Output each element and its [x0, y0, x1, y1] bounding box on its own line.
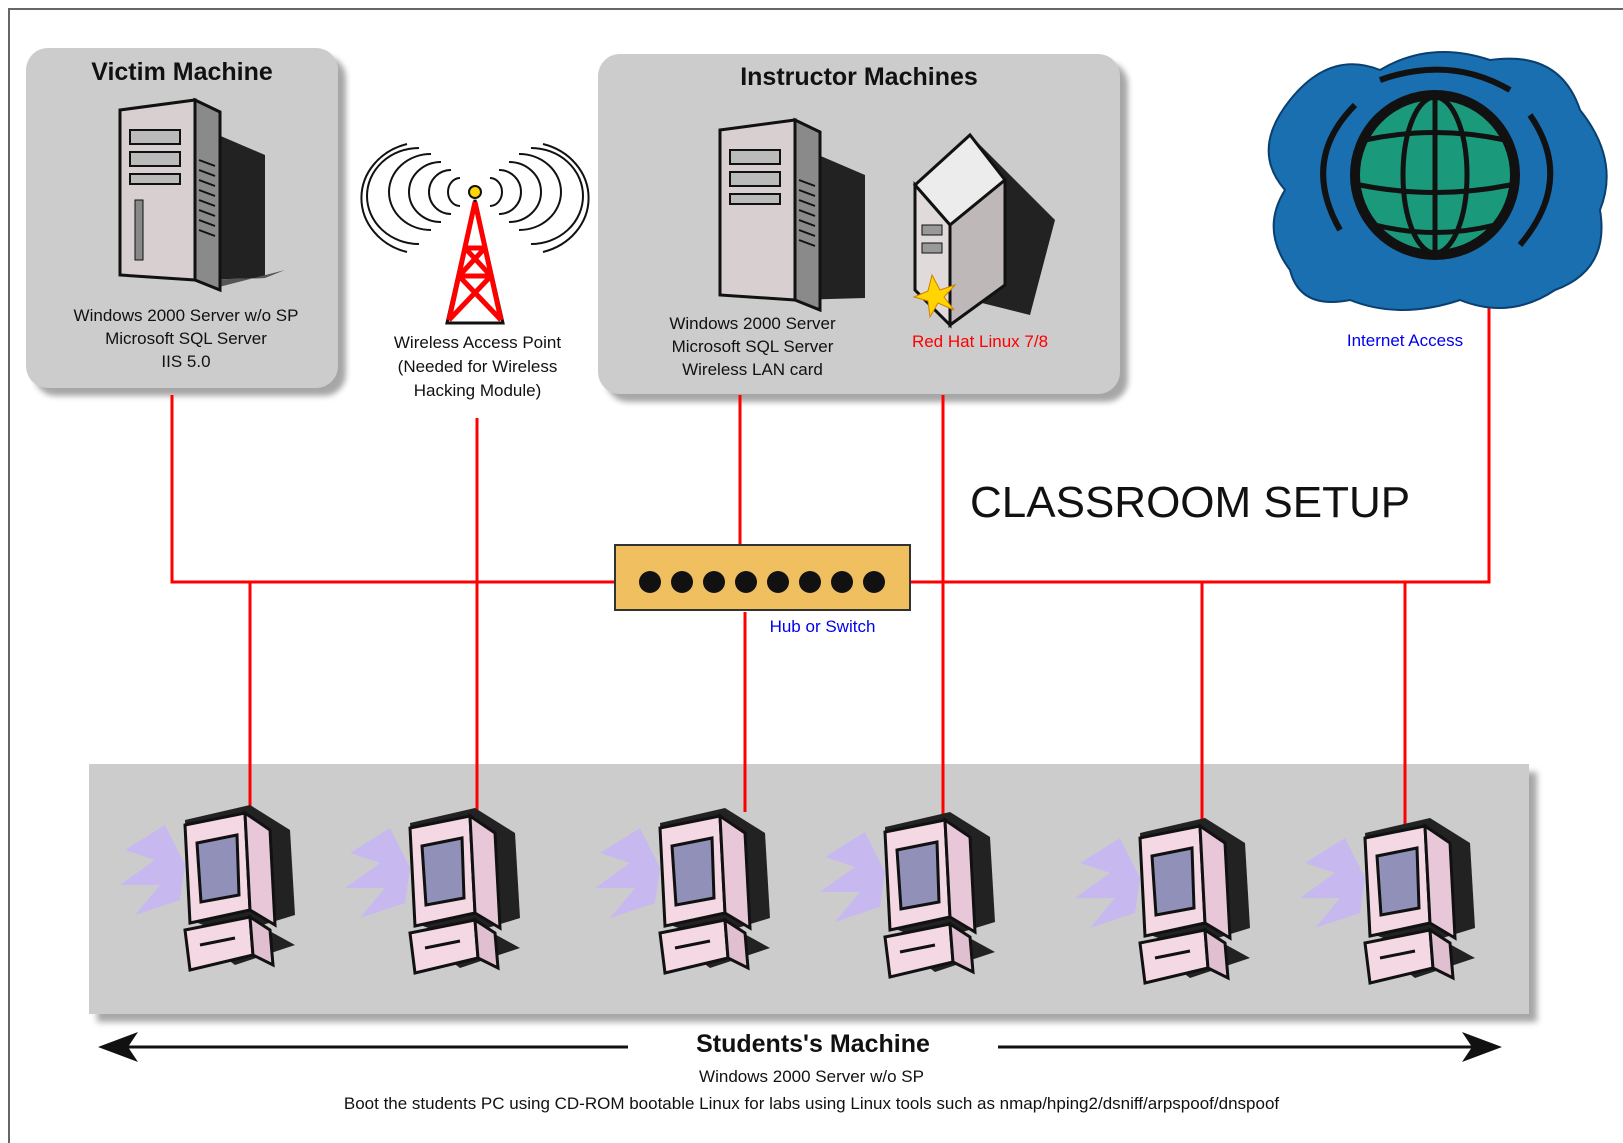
instructor-title: Instructor Machines — [740, 63, 978, 91]
students-title: Students's Machine — [628, 1030, 998, 1059]
instructor-win-line-3: Wireless LAN card — [682, 360, 823, 379]
students-line-1: Windows 2000 Server w/o SP — [699, 1067, 924, 1086]
diagram-frame — [8, 8, 1623, 1143]
victim-line-1: Windows 2000 Server w/o SP — [73, 306, 299, 325]
wireless-line-1: Wireless Access Point — [393, 333, 562, 352]
hub-icon — [614, 544, 911, 611]
students-line-2: Boot the students PC using CD-ROM bootab… — [343, 1094, 1280, 1113]
victim-line-2: Microsoft SQL Server — [105, 329, 267, 348]
victim-line-3: IIS 5.0 — [161, 352, 211, 371]
student-pc-icon — [818, 810, 997, 979]
server-tower-icon — [118, 97, 285, 293]
hub-label: Hub or Switch — [769, 617, 876, 636]
student-pc-icon — [1073, 816, 1252, 985]
server-tower-icon — [718, 117, 865, 313]
cable-internet — [910, 300, 1491, 584]
linux-label: Red Hat Linux 7/8 — [911, 332, 1049, 351]
instructor-win-line-1: Windows 2000 Server — [669, 314, 836, 333]
cables — [170, 300, 1491, 825]
student-pc-icon — [1298, 816, 1477, 985]
wireless-tower-icon — [360, 143, 590, 325]
diagram-title: CLASSROOM SETUP — [970, 478, 1411, 527]
student-pc-icon — [118, 803, 297, 972]
student-pc-icon — [343, 806, 522, 975]
victim-title: Victim Machine — [91, 58, 273, 86]
wireless-line-3: Hacking Module) — [413, 381, 542, 400]
instructor-win-line-2: Microsoft SQL Server — [671, 337, 834, 356]
student-pc-icon — [593, 806, 772, 975]
students-panel — [89, 764, 1529, 1014]
globe-icon — [1267, 51, 1608, 311]
linux-server-icon — [912, 132, 1055, 329]
wireless-line-2: (Needed for Wireless — [397, 357, 558, 376]
internet-label: Internet Access — [1346, 331, 1464, 350]
cable-victim — [170, 395, 615, 584]
